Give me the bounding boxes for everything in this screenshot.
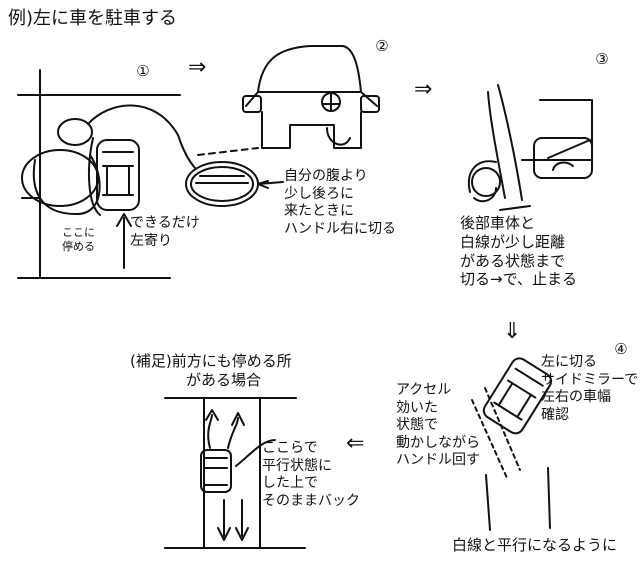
- supplement-drawing: [164, 397, 306, 549]
- step-4-drawing: [471, 357, 553, 531]
- step-2-note: 自分の腹より 少し後ろに 来たときに ハンドル右に切る: [284, 168, 396, 237]
- step-3-drawing: [467, 84, 593, 211]
- small-oval: [57, 118, 93, 146]
- diagram-title: 例)左に車を駐車する: [8, 8, 178, 29]
- arrow-2-to-3: ⇒: [414, 77, 433, 102]
- arrow-1-to-2: ⇒: [188, 55, 207, 80]
- step-3-number: ③: [595, 50, 609, 68]
- step-1-drawing: [17, 69, 196, 279]
- accel-note: アクセル 効いた 状態で 動かしながら ハンドル回す: [396, 382, 480, 468]
- stop-here-label: ここに 停める: [62, 226, 95, 254]
- arrow-4-to-supplement: ⇐: [346, 431, 365, 456]
- keep-left-label: できるだけ 左寄り: [130, 215, 200, 249]
- parallel-note: 白線と平行になるように: [452, 536, 618, 554]
- supplement-title: (補足)前方にも停める所 がある場合: [130, 352, 292, 389]
- step-2-drawing: [185, 45, 380, 207]
- arrow-3-to-4: ⇓: [503, 319, 522, 344]
- backing-car-icon: [482, 357, 553, 435]
- supplement-note: ここらで 平行状態に した上で そのままバック: [262, 440, 360, 509]
- step-3-note: 後部車体と 白線が少し距離 がある状態まで 切る→で、止まる: [460, 214, 577, 289]
- parked-car-icon: [96, 139, 140, 211]
- side-mirror-view: [533, 137, 593, 179]
- step-4-number: ④: [614, 340, 628, 358]
- step-2-number: ②: [375, 37, 389, 55]
- step-1-number: ①: [136, 62, 150, 80]
- turn-left-note: 左に切る サイドミラーで 左右の車幅 確認: [541, 354, 639, 423]
- supplement-car-icon: [200, 449, 232, 493]
